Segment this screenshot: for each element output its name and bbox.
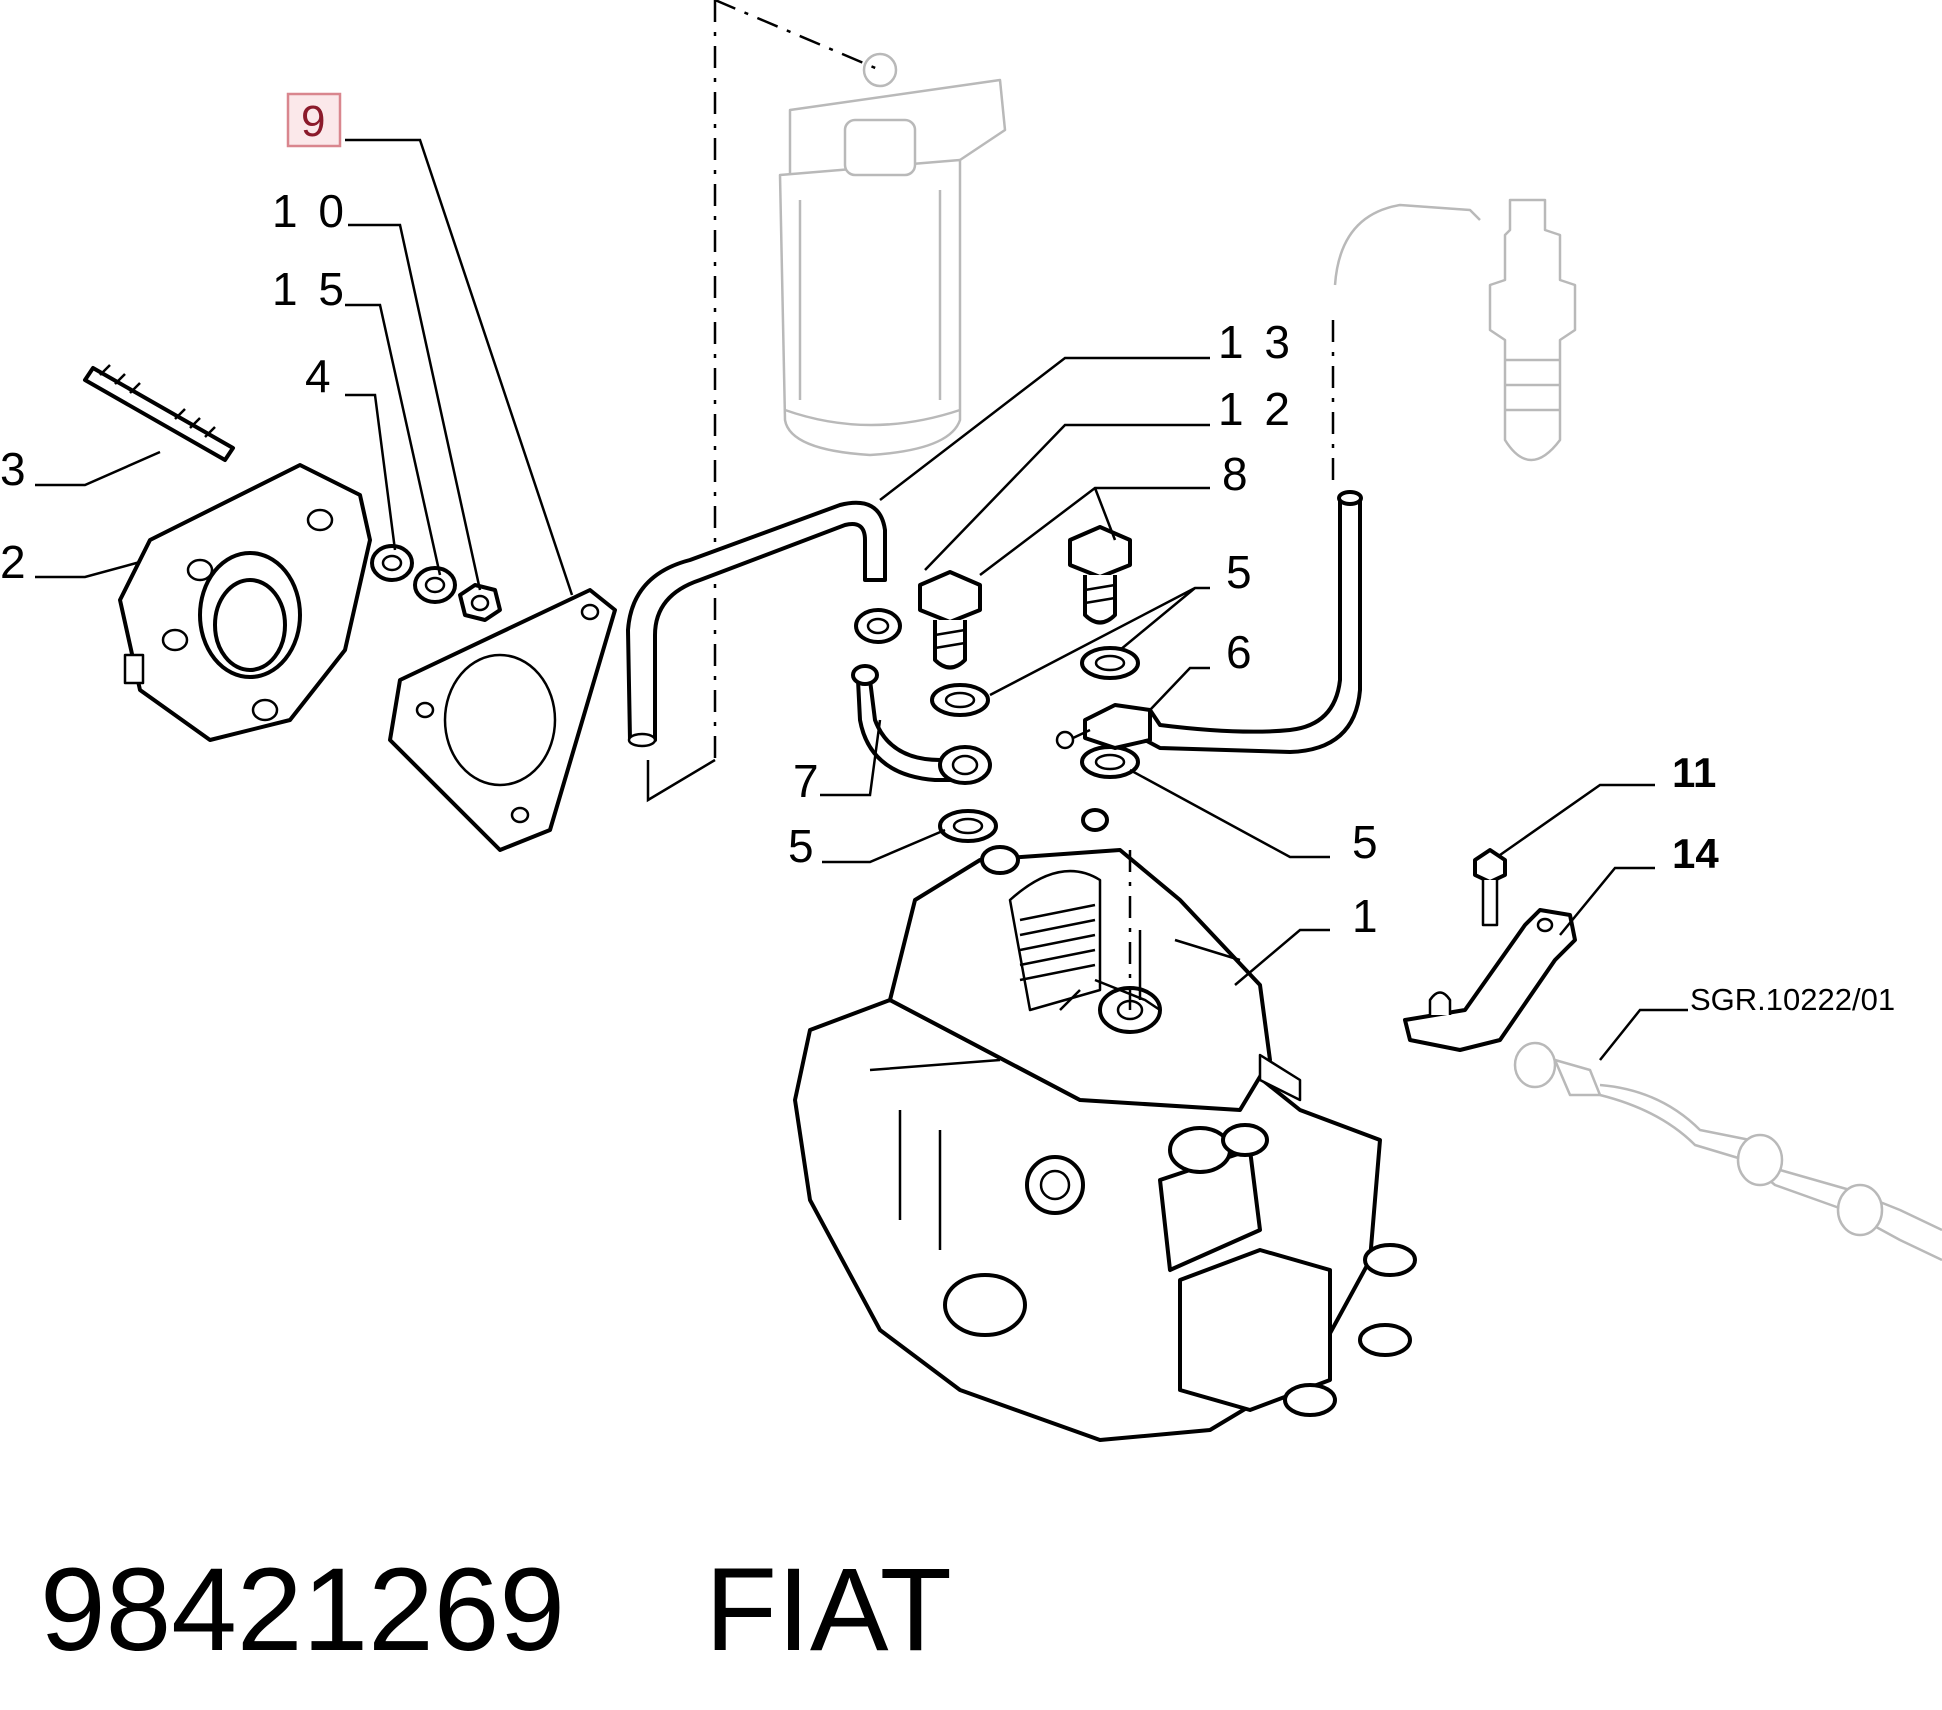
gasket-part-9 bbox=[388, 588, 617, 852]
seal-washer-part-5c bbox=[1080, 745, 1140, 779]
callout-13: 1 3 bbox=[1218, 316, 1294, 368]
banjo-bolt-part-8b bbox=[1068, 525, 1132, 625]
callout-1: 1 bbox=[1352, 890, 1382, 942]
callout-12: 1 2 bbox=[1218, 383, 1294, 435]
flange-part-2 bbox=[118, 463, 372, 742]
ring-part-12 bbox=[854, 608, 902, 644]
callout-4: 4 bbox=[305, 350, 335, 402]
callout-15: 1 5 bbox=[272, 263, 348, 315]
leader-lines bbox=[35, 138, 1688, 1061]
callout-7: 7 bbox=[793, 755, 823, 807]
injector-drawing bbox=[1333, 198, 1577, 462]
callout-8: 8 bbox=[1222, 448, 1252, 500]
bolt-part-11 bbox=[1473, 848, 1507, 927]
callout-10: 1 0 bbox=[272, 185, 348, 237]
pipe-part-7 bbox=[851, 664, 992, 785]
fuel-filter-drawing bbox=[778, 52, 1007, 457]
callout-9: 9 bbox=[301, 97, 325, 146]
hose-part-6 bbox=[1055, 490, 1363, 754]
washer-part-4 bbox=[370, 544, 414, 582]
banjo-bolt-part-8a bbox=[918, 570, 982, 670]
callout-14: 14 bbox=[1672, 830, 1719, 877]
stud-part-3 bbox=[83, 364, 235, 462]
reference-sgr: SGR.10222/01 bbox=[1690, 982, 1895, 1017]
filter-bracket-line bbox=[646, 758, 716, 803]
centre-line-filter bbox=[713, 0, 881, 760]
injection-pump-part-1 bbox=[793, 808, 1417, 1442]
seal-washer-part-5d bbox=[938, 809, 998, 843]
hose-part-13 bbox=[626, 500, 887, 748]
nut-part-10 bbox=[458, 583, 502, 622]
bracket-part-14 bbox=[1403, 908, 1577, 1052]
throttle-cable-drawing bbox=[1513, 1041, 1942, 1262]
callout-5-upper: 5 bbox=[1226, 546, 1256, 598]
seal-washer-part-5b bbox=[1080, 646, 1140, 680]
highlight-box-9 bbox=[286, 92, 342, 148]
brand-name: FIAT bbox=[705, 1544, 952, 1676]
callout-2: 2 bbox=[0, 536, 30, 588]
lock-washer-part-15 bbox=[413, 566, 457, 604]
callout-3: 3 bbox=[0, 443, 30, 495]
callout-6: 6 bbox=[1226, 626, 1256, 678]
callout-5-right: 5 bbox=[1352, 816, 1382, 868]
seal-washer-part-5a bbox=[930, 683, 990, 717]
part-number: 98421269 bbox=[40, 1544, 565, 1676]
callout-11: 11 bbox=[1672, 749, 1716, 796]
callout-5-left: 5 bbox=[788, 820, 818, 872]
